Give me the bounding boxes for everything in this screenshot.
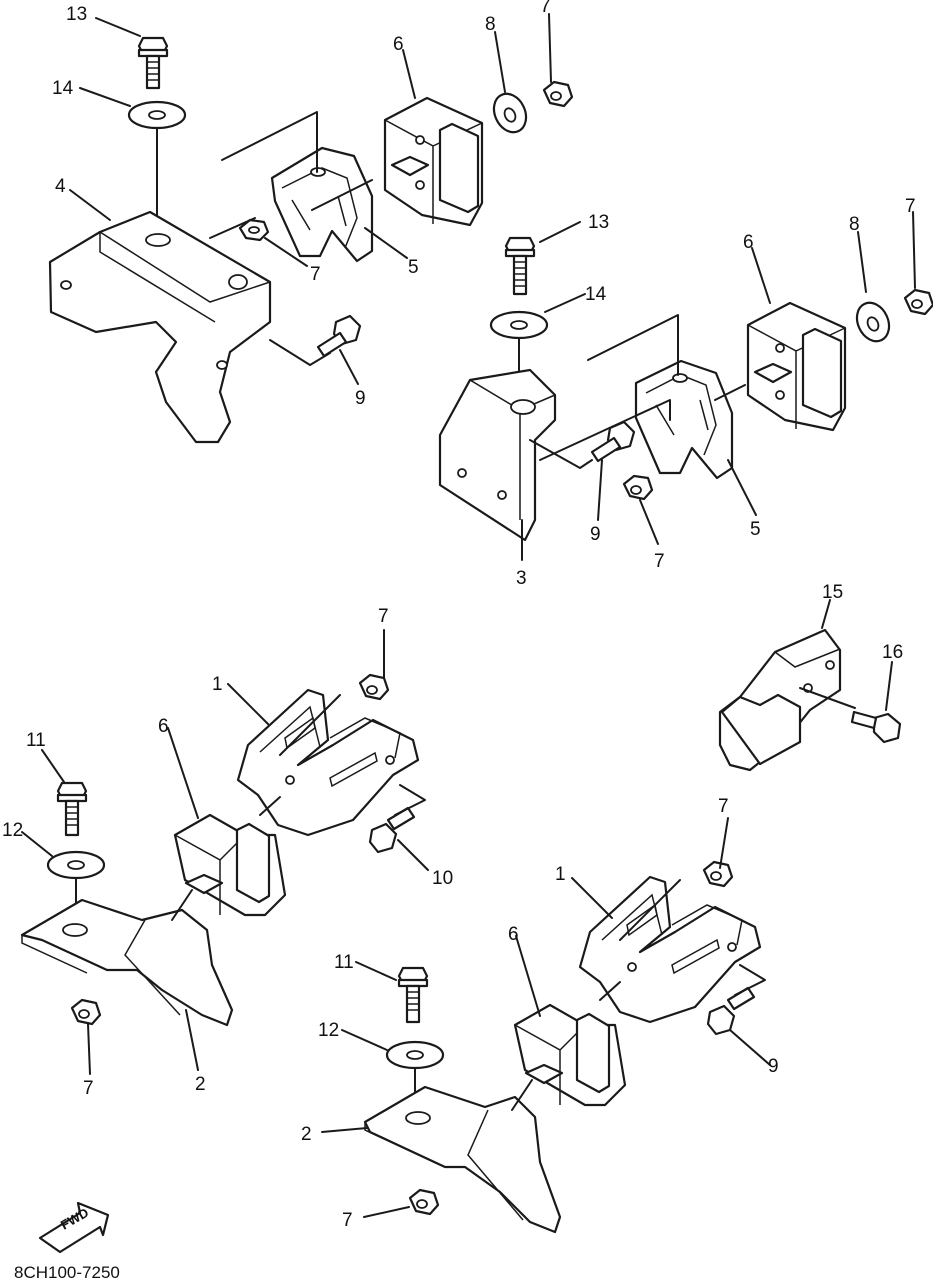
nut-7-c [903, 288, 933, 316]
bracket-3 [438, 368, 557, 542]
catalog-code: 8CH100-7250 [14, 1263, 120, 1282]
flange-bolt-11-b [397, 966, 429, 1024]
flange-bolt-13-b [504, 236, 536, 296]
bracket-4 [48, 210, 272, 444]
bolt-10 [368, 806, 416, 854]
engine-mount-6-c [173, 813, 287, 917]
washer-14-a [127, 100, 187, 130]
bracket-5-b [634, 359, 734, 480]
callout-7: 7 [83, 1078, 94, 1099]
bracket-1-a [236, 688, 420, 837]
stopper-15 [718, 628, 842, 772]
callout-7: 7 [654, 551, 665, 572]
callout-15: 15 [822, 582, 843, 603]
callout-4: 4 [55, 176, 66, 197]
callout-6: 6 [743, 232, 754, 253]
callout-11: 11 [26, 730, 46, 751]
bolt-9-c [706, 986, 756, 1036]
nut-7-a [542, 80, 574, 108]
callout-13: 13 [588, 212, 609, 233]
callout-6: 6 [393, 34, 404, 55]
callout-labels: 13 14 4 6 8 7 7 5 9 13 14 6 8 7 9 7 5 3 … [2, 0, 916, 1231]
callout-7: 7 [718, 796, 729, 817]
callout-11: 11 [334, 952, 354, 973]
forward-arrow-icon: FWD [38, 1201, 110, 1254]
callout-14: 14 [585, 284, 607, 305]
callout-5: 5 [408, 257, 419, 278]
callout-9: 9 [590, 524, 601, 545]
group-d [20, 673, 426, 1027]
nut-7-d [622, 474, 654, 501]
bracket-1-b [578, 875, 762, 1024]
callout-10: 10 [432, 868, 453, 889]
callout-2: 2 [301, 1124, 312, 1145]
group-c [718, 628, 902, 772]
callout-2: 2 [195, 1074, 206, 1095]
callout-13: 13 [66, 4, 87, 25]
washer-8-b [855, 301, 891, 343]
callout-7: 7 [540, 0, 551, 17]
callout-1: 1 [555, 864, 566, 885]
callout-9: 9 [355, 388, 366, 409]
callout-6: 6 [158, 716, 169, 737]
callout-12: 12 [318, 1020, 339, 1041]
group-b [438, 236, 933, 542]
callout-7: 7 [905, 196, 916, 217]
nut-7-h [408, 1188, 440, 1216]
nut-7-e [358, 673, 390, 701]
callout-1: 1 [212, 674, 223, 695]
nut-7-g [702, 860, 734, 888]
callout-16: 16 [882, 642, 903, 663]
washer-12-a [46, 850, 106, 880]
callout-7: 7 [310, 264, 321, 285]
engine-mount-6-b [746, 301, 847, 432]
washer-14-b [489, 310, 549, 340]
bolt-9-a [316, 314, 362, 358]
callout-12: 12 [2, 820, 23, 841]
flange-bolt-11-a [56, 781, 88, 837]
engine-mount-6-d [513, 1003, 627, 1107]
flange-bolt-13-a [137, 36, 169, 90]
engine-mount-6-a [383, 96, 484, 227]
callout-8: 8 [485, 14, 496, 35]
callout-9: 9 [768, 1056, 779, 1077]
group-e [363, 860, 766, 1234]
bolt-9-b [590, 420, 636, 463]
bracket-2-a [20, 898, 234, 1027]
callout-7: 7 [378, 606, 389, 627]
callout-7: 7 [342, 1210, 353, 1231]
group-a [48, 36, 574, 444]
callout-14: 14 [52, 78, 74, 99]
washer-8-a [492, 92, 528, 134]
washer-12-b [385, 1040, 445, 1070]
callout-5: 5 [750, 519, 761, 540]
bracket-2-b [363, 1085, 562, 1234]
nut-7-f [70, 998, 102, 1026]
callout-6: 6 [508, 924, 519, 945]
leader-lines [21, 13, 916, 1218]
bolt-16 [850, 710, 902, 744]
callout-8: 8 [849, 214, 860, 235]
callout-3: 3 [516, 568, 527, 589]
